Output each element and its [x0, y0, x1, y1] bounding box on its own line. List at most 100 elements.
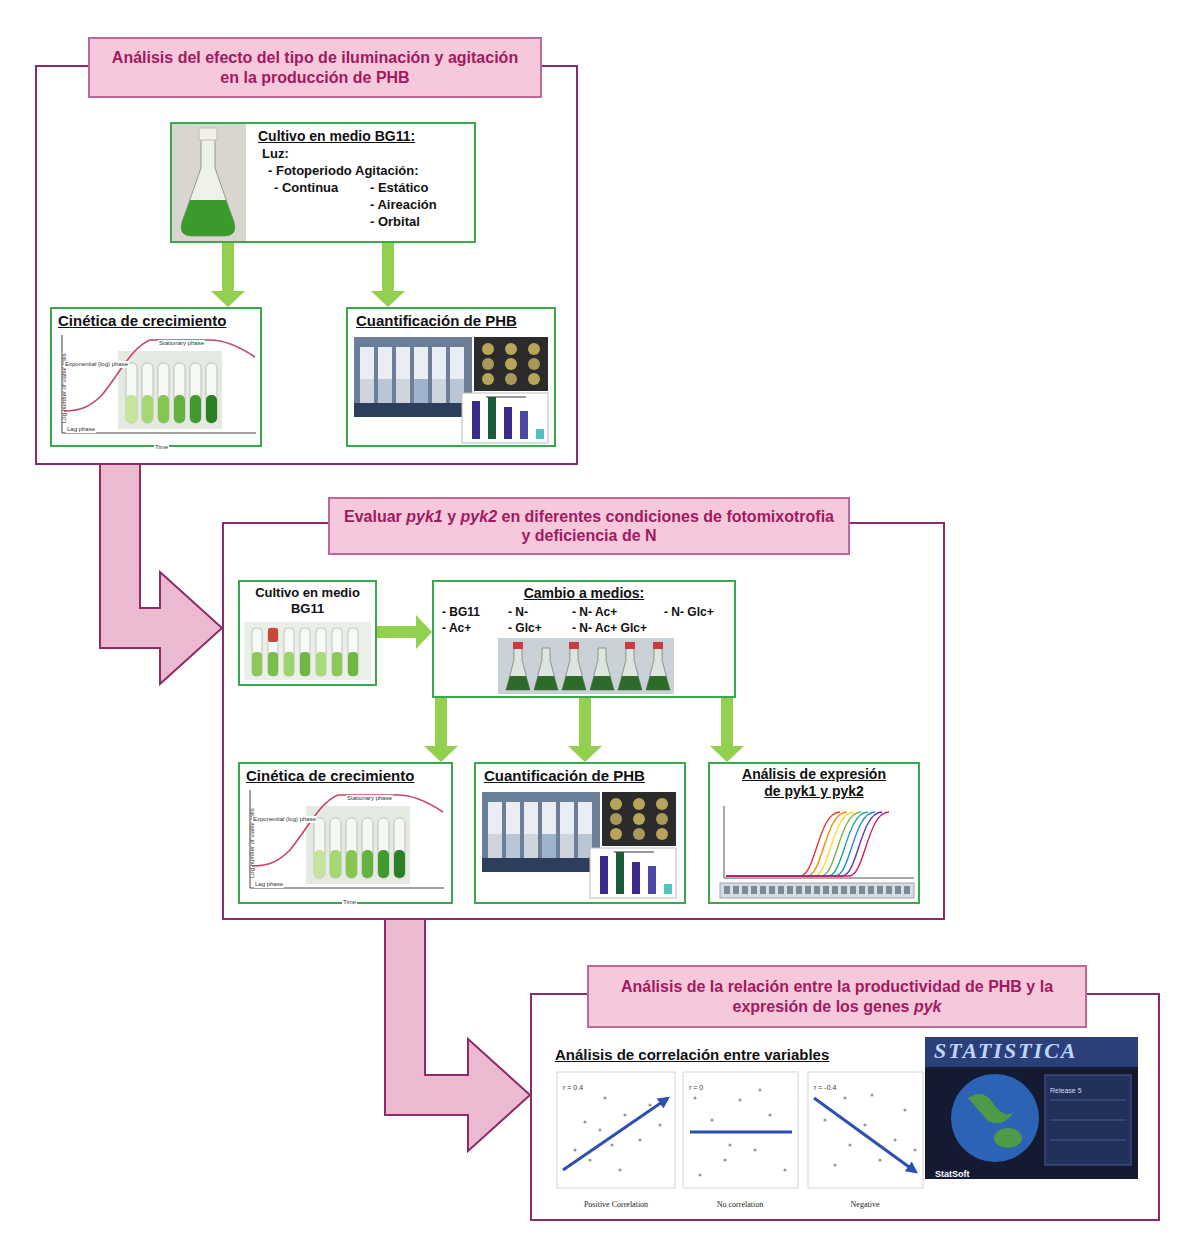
box-text: Agitación: [355, 163, 419, 179]
arrow-head [468, 1039, 530, 1151]
text-run: - Orbital [370, 214, 420, 229]
flask [181, 136, 235, 236]
text-frame: - BG11 [442, 605, 480, 619]
phase-label: Stationary phase [346, 795, 393, 802]
phase-label: Lag phase [254, 881, 284, 888]
culture [618, 676, 642, 690]
text-frame: - N- [508, 605, 528, 619]
culture [562, 676, 586, 690]
dot [710, 1118, 713, 1121]
text-frame: - Fotoperiodo [268, 163, 352, 179]
plot-caption: Negative [851, 1201, 880, 1210]
box-text: - Orbital [370, 214, 420, 230]
heading-box: Análisis de la relación entre la product… [587, 965, 1087, 1028]
box-title: Cambio a medios: [432, 585, 736, 602]
label-frame: Lag phase [66, 417, 96, 435]
text-run: - Ac+ [442, 621, 471, 635]
label-frame: StatSoft [935, 1163, 970, 1181]
text-run: pyk1 [406, 508, 442, 525]
label-frame: Positive Correlation [584, 1193, 648, 1211]
flow-arrow [710, 698, 744, 762]
pcr-wells [724, 886, 910, 894]
text-run: - N- [508, 605, 528, 619]
panel-heading: Evaluar pyk1 y pyk2 en diferentes condic… [342, 507, 836, 545]
dot [753, 1148, 756, 1151]
dot [658, 1123, 661, 1126]
chart-axes [724, 806, 914, 878]
dot [603, 1096, 606, 1099]
correlation-plots [557, 1072, 923, 1188]
text-frame: - Glc+ [508, 621, 542, 635]
plot-caption: Positive Correlation [584, 1201, 648, 1210]
arrow-shaft [721, 698, 733, 749]
arrow-shaft [405, 920, 471, 1095]
dot [863, 1123, 866, 1126]
text-run: - N- Ac+ Glc+ [572, 621, 647, 635]
tube-photo [244, 622, 371, 680]
box-text: - N- Ac+ [572, 605, 617, 619]
text-run: Cultivo en medio BG11: [258, 128, 415, 144]
dot [758, 1088, 761, 1091]
dot [598, 1128, 601, 1131]
arrow-shaft [579, 698, 591, 749]
text-frame: - N- Ac+ Glc+ [572, 621, 647, 635]
text-run: Agitación: [355, 163, 419, 178]
text-run: Cuantificación de PHB [356, 312, 517, 329]
culture [268, 652, 278, 676]
dot [848, 1143, 851, 1146]
dot [823, 1118, 826, 1121]
box-text: - N- Ac+ Glc+ [572, 621, 647, 635]
flask-photo [172, 124, 246, 241]
logo-rule [1050, 1140, 1126, 1141]
process-box: Cambio a medios: - BG11 - Ac+ - N- - Glc+ - N… [432, 580, 736, 698]
box-text: - Continua [274, 180, 338, 196]
text-frame: Luz: [262, 146, 289, 162]
dot [618, 1168, 621, 1171]
process-box: Análisis de expresión de pyk1 y pyk2 [708, 762, 920, 904]
box-text: - Fotoperiodo [268, 163, 352, 179]
panel-heading: Análisis del efecto del tipo de iluminac… [102, 48, 528, 86]
plot-caption: No correlation [717, 1201, 763, 1210]
culture [534, 676, 558, 690]
arrow-outline [120, 465, 163, 628]
logo-text: StatSoft [935, 1170, 970, 1180]
arrow-head [160, 572, 222, 684]
heading-box: Análisis del efecto del tipo de iluminac… [88, 37, 542, 98]
text-run: - Continua [274, 180, 338, 195]
amplification-curve [726, 812, 840, 876]
label-frame: Release 5 [1050, 1079, 1082, 1097]
culture [284, 652, 294, 676]
photo-ground [172, 124, 246, 241]
text-frame: Cultivo en medio BG11 [244, 585, 371, 616]
flask-cap [625, 642, 635, 649]
flask [534, 648, 558, 690]
label-frame: Exponential (log) phase [252, 807, 317, 825]
flow-arrow [371, 243, 405, 307]
label-frame: Exponential (log) phase [64, 352, 129, 370]
phb-figure [354, 337, 548, 443]
trend-arrow [814, 1098, 916, 1172]
dot [843, 1096, 846, 1099]
globe-land [994, 1128, 1022, 1148]
flow-arrow [568, 698, 602, 762]
trend-arrow [563, 1098, 668, 1170]
culture [646, 676, 670, 690]
panel-heading: Análisis de la relación entre la product… [601, 977, 1073, 1015]
cotton-plug [199, 128, 217, 140]
text-run: - BG11 [442, 605, 480, 619]
dot [638, 1138, 641, 1141]
process-box: Cultivo en medio BG11 [238, 580, 377, 686]
text-frame: - Ac+ [442, 621, 471, 635]
amplification-curve [726, 812, 868, 876]
tube-cap [268, 628, 278, 642]
phb-figure [482, 792, 676, 898]
text-run: - Fotoperiodo [268, 163, 352, 178]
text-run: Evaluar [344, 508, 406, 525]
culture [252, 652, 262, 676]
arrow-shaft [382, 243, 394, 294]
label-frame: Lag phase [254, 872, 284, 890]
amplification-curve [726, 812, 854, 876]
amplification-curve [726, 812, 889, 876]
globe [951, 1074, 1039, 1162]
